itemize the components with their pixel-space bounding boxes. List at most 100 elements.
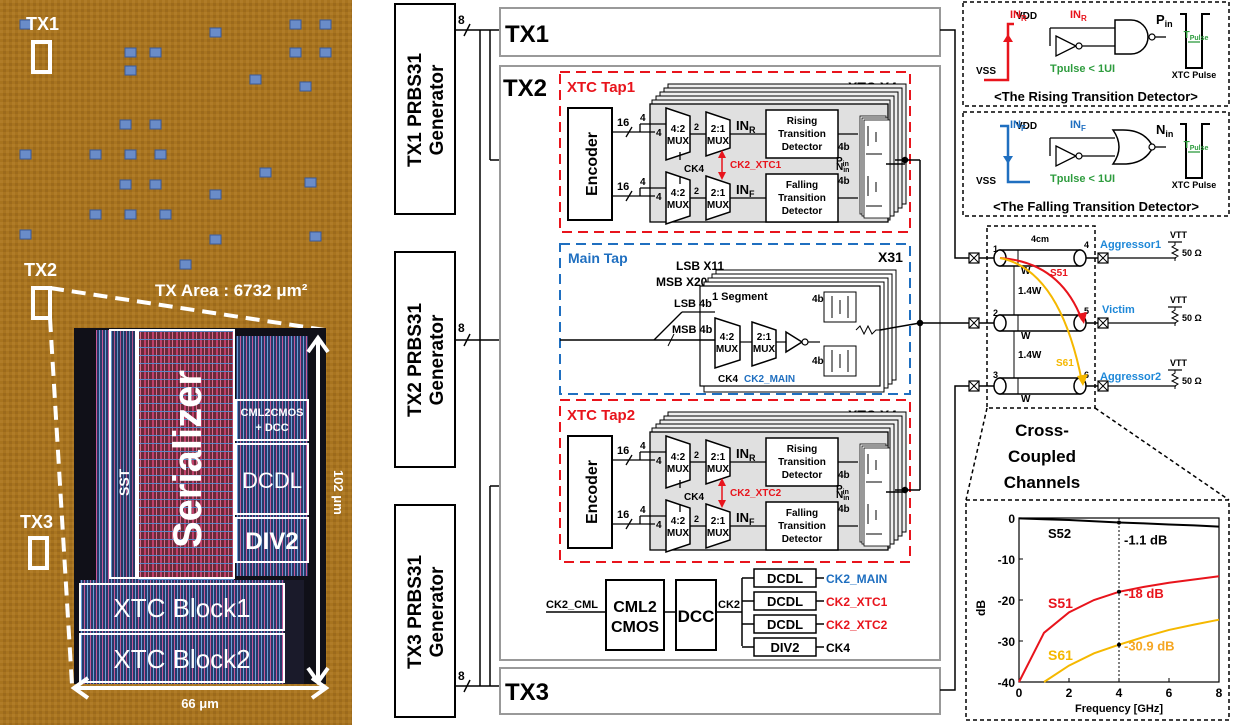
x-tick-label: 8 bbox=[1216, 686, 1223, 700]
bus-4-label: 4 bbox=[640, 113, 646, 124]
main-tap-segment: 1 Segment bbox=[712, 291, 768, 303]
die-pad bbox=[149, 179, 162, 190]
tx3-generator-line2: Generator bbox=[427, 566, 448, 657]
main-4b-top: 4b bbox=[812, 294, 824, 305]
x-axis-label: Frequency [GHz] bbox=[1075, 703, 1163, 715]
mux21-line1: 2:1 bbox=[711, 124, 726, 135]
bus-4-label: 4 bbox=[656, 192, 662, 203]
layout-zoom: SST Serializer CML2CMOS + DCC DCDL DIV2 … bbox=[70, 328, 346, 711]
rising-detector-caption: <The Rising Transition Detector> bbox=[994, 89, 1198, 104]
mux41-line1: 4:2 bbox=[671, 452, 686, 463]
bus-16-label: 16 bbox=[617, 181, 629, 193]
ck2-xtc1-out: CK2_XTC1 bbox=[826, 595, 888, 609]
die-tx1-label: TX1 bbox=[26, 14, 59, 34]
mux21-line2: MUX bbox=[707, 136, 730, 147]
y-tick-label: -20 bbox=[998, 594, 1016, 608]
die-tx3-label: TX3 bbox=[20, 512, 53, 532]
tx2-block-label: TX2 bbox=[503, 75, 547, 102]
tx3-generator-line1: TX3 PRBS31 bbox=[405, 555, 426, 669]
tx1-block-label: TX1 bbox=[505, 21, 549, 48]
die-pad bbox=[154, 149, 167, 160]
bus-4-label: 4 bbox=[656, 128, 662, 139]
die-pad bbox=[149, 47, 162, 58]
ck2-xtc2-out: CK2_XTC2 bbox=[826, 618, 888, 632]
bus-16-label: 16 bbox=[617, 117, 629, 129]
dcc-label: DCC bbox=[678, 607, 715, 626]
dcc-label: + DCC bbox=[255, 422, 288, 434]
prbs-generators: TX1 PRBS31 Generator TX2 PRBS31 Generato… bbox=[394, 3, 456, 718]
mux41-line1: 4:2 bbox=[671, 516, 686, 527]
xtc-tap2-title: XTC Tap2 bbox=[567, 407, 635, 424]
spacing-label-top: 1.4W bbox=[1018, 286, 1042, 297]
bus-4-label: 4 bbox=[640, 441, 646, 452]
main-tap-lsb-4b: LSB 4b bbox=[674, 298, 712, 310]
die-pad bbox=[319, 19, 332, 30]
xtc-tap2: XTC Tap2 XTC X4 Encoder161644444:2MUX22:… bbox=[559, 399, 911, 563]
xtc-tap1: XTC Tap1 XTC X4 Encoder161644444:2MUX22:… bbox=[559, 71, 911, 233]
ck2-label: CK2 bbox=[718, 599, 740, 611]
bus-width-tx3: 8 bbox=[458, 669, 465, 683]
detector-text: Transition bbox=[778, 521, 826, 532]
main-ck4: CK4 bbox=[718, 374, 738, 385]
detector-text: Rising bbox=[787, 116, 818, 127]
main-ck2: CK2_MAIN bbox=[744, 374, 795, 385]
main-tap-msb: MSB X20 bbox=[656, 275, 708, 289]
die-pad bbox=[319, 47, 332, 58]
mux21-line2: MUX bbox=[707, 200, 730, 211]
bus-16-label: 16 bbox=[617, 509, 629, 521]
xtc-pulse-label: XTC Pulse bbox=[1172, 180, 1217, 190]
main-tap-count: X31 bbox=[878, 249, 903, 265]
y-tick-label: 0 bbox=[1008, 512, 1015, 526]
ck4-label: CK4 bbox=[684, 492, 704, 503]
annotation-label: -18 dB bbox=[1124, 586, 1164, 601]
detector-text: Falling bbox=[786, 180, 818, 191]
die-pad bbox=[89, 149, 102, 160]
bus-4-label: 4 bbox=[640, 177, 646, 188]
annotation-point bbox=[1117, 589, 1121, 594]
die-pad bbox=[209, 234, 222, 245]
vdd-label: VDD bbox=[1016, 121, 1037, 132]
ck2-cml-label: CK2_CML bbox=[546, 599, 598, 611]
y-axis-label: dB bbox=[974, 600, 988, 616]
die-pad bbox=[149, 119, 162, 130]
die-pad bbox=[119, 119, 132, 130]
serializer-label: Serializer bbox=[166, 370, 210, 548]
tpulse-constraint: Tpulse < 1UI bbox=[1050, 173, 1115, 185]
annotation-label: -1.1 dB bbox=[1124, 533, 1167, 548]
aggressor2-label: Aggressor2 bbox=[1100, 371, 1161, 383]
series-label-s52: S52 bbox=[1048, 526, 1071, 541]
annotation-point bbox=[1117, 520, 1121, 525]
channel-width-label: W bbox=[1021, 266, 1031, 277]
mux41-line1: 4:2 bbox=[671, 124, 686, 135]
vtt-label: VTT bbox=[1170, 295, 1188, 305]
ck2-main-out: CK2_MAIN bbox=[826, 572, 887, 586]
die-pad bbox=[124, 149, 137, 160]
tx2-marker bbox=[31, 286, 52, 320]
die-pad bbox=[289, 19, 302, 30]
clock-branch-box: DCDL bbox=[767, 571, 803, 586]
detector-text: Transition bbox=[778, 193, 826, 204]
mux41-line2: MUX bbox=[667, 528, 690, 539]
die-pad bbox=[304, 177, 317, 188]
tpulse-constraint: Tpulse < 1UI bbox=[1050, 63, 1115, 75]
detector-text: Detector bbox=[782, 534, 823, 545]
die-pad bbox=[19, 149, 32, 160]
driver-4b-label: 4b bbox=[838, 504, 850, 515]
die-pad bbox=[124, 65, 137, 76]
encoder-label: Encoder bbox=[584, 132, 601, 196]
sst-label: SST bbox=[116, 468, 132, 496]
die-pad bbox=[119, 179, 132, 190]
main-tap-lsb: LSB X11 bbox=[676, 259, 724, 273]
xtc-block2-label: XTC Block2 bbox=[113, 644, 250, 674]
vss-label: VSS bbox=[976, 66, 996, 77]
termination-label: 50 Ω bbox=[1182, 376, 1202, 386]
bus-width-tx1: 8 bbox=[458, 13, 465, 27]
detector-text: Detector bbox=[782, 142, 823, 153]
channels-caption-line3: Channels bbox=[1004, 473, 1081, 492]
bus-2-label: 2 bbox=[694, 514, 699, 524]
